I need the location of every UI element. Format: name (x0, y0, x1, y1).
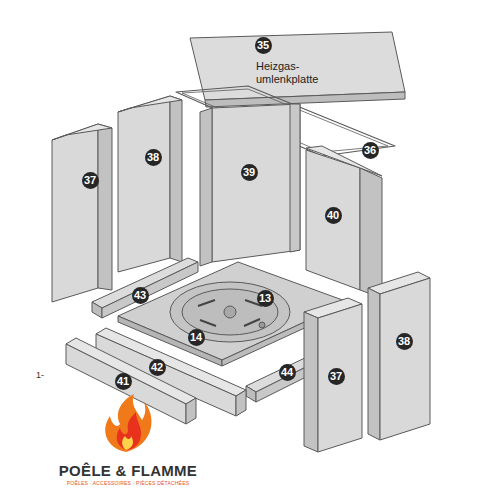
callout-number: 36 (362, 142, 379, 159)
callout-number: 41 (115, 373, 132, 390)
callout-number: 14 (188, 329, 205, 346)
callout-number: 44 (279, 364, 296, 381)
callout-number: 42 (149, 359, 166, 376)
part-name: Heizgas- umlenkplatte (256, 60, 330, 86)
callout-number: 35 (255, 37, 272, 54)
callout-number: 37 (328, 368, 345, 385)
callout-number: 38 (145, 149, 162, 166)
margin-mark: 1- (36, 370, 44, 380)
callout-number: 38 (396, 333, 413, 350)
callout-number: 40 (325, 207, 342, 224)
callout-number: 39 (241, 164, 258, 181)
callout-number: 13 (257, 290, 274, 307)
callout-number: 37 (82, 172, 99, 189)
callout-number: 43 (132, 287, 149, 304)
brand-name: POÊLE & FLAMME (59, 462, 197, 479)
brand-tagline: POÊLES · ACCESSOIRES · PIÈCES DÉTACHÉES (67, 480, 189, 486)
